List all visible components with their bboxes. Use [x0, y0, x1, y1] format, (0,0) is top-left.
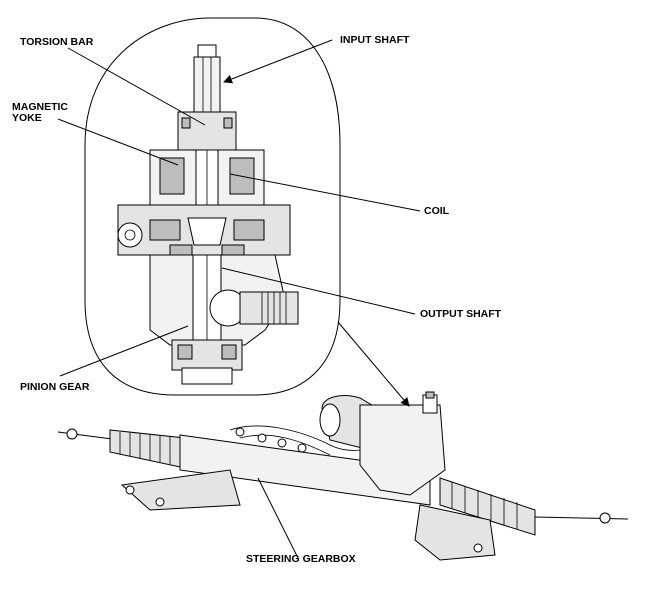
cutaway-section [117, 44, 299, 385]
leader-magnetic-yoke [57, 118, 179, 166]
label-steering-gearbox: STEERING GEARBOX [246, 553, 356, 565]
label-magnetic-yoke: MAGNETIC YOKE [12, 101, 68, 124]
label-torsion-bar: TORSION BAR [20, 36, 94, 48]
label-input-shaft: INPUT SHAFT [340, 34, 410, 46]
detail-arrow [337, 321, 410, 407]
steering-gearbox-assembly [57, 391, 629, 561]
leader-output-shaft [221, 267, 416, 315]
detail-capsule-outline [84, 17, 341, 396]
leader-pinion-gear [59, 325, 189, 377]
leader-torsion-bar [67, 47, 206, 126]
label-output-shaft: OUTPUT SHAFT [420, 308, 502, 320]
label-pinion-gear: PINION GEAR [20, 381, 90, 393]
leader-coil [229, 173, 421, 212]
leader-input-shaft [223, 39, 333, 84]
leader-steering-gearbox [257, 477, 299, 559]
label-coil: COIL [424, 205, 450, 217]
